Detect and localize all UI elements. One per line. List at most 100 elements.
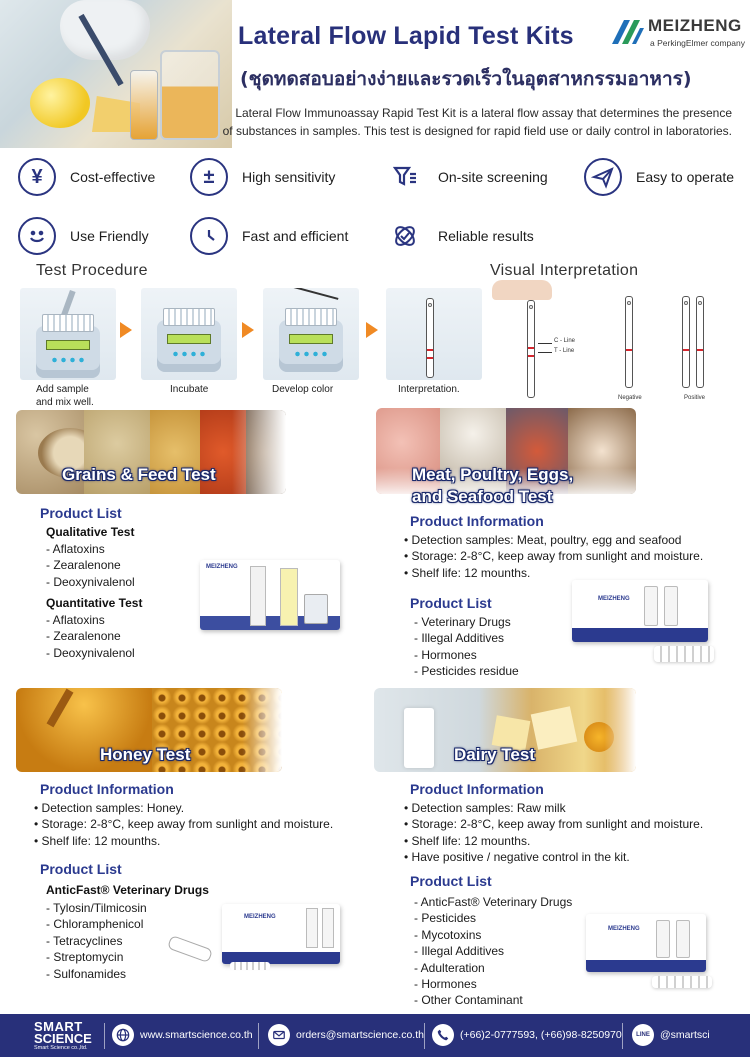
list-item: AnticFast® Veterinary Drugs	[414, 894, 573, 910]
page-subtitle-thai: (ชุดทดสอบอย่างง่ายและรวดเร็วในอุตสาหกรรม…	[240, 68, 692, 90]
footer-phone-text[interactable]: (+66)2-0777593, (+66)98-8250970	[460, 1029, 622, 1041]
phone-icon	[432, 1024, 454, 1046]
list-item: Storage: 2-8°C, keep away from sunlight …	[404, 816, 704, 832]
honey-vet-drugs-heading: AnticFast® Veterinary Drugs	[46, 883, 209, 897]
list-item: Detection samples: Honey.	[34, 800, 333, 816]
list-item: Have positive / negative control in the …	[404, 849, 703, 865]
list-item: Detection samples: Meat, poultry, egg an…	[404, 532, 703, 548]
honey-tube-image	[166, 934, 214, 964]
step-arrow-icon	[120, 322, 132, 338]
positive-label: Positive	[684, 395, 706, 401]
reference-strip	[527, 300, 535, 398]
positive-strip-1	[682, 296, 690, 388]
step-incubate-image	[141, 288, 237, 380]
list-item: Streptomycin	[46, 949, 147, 965]
check-orbit-icon	[386, 217, 424, 255]
footer-email[interactable]: orders@smartscience.co.th	[268, 1024, 424, 1046]
meat-banner-title-line1: Meat, Poultry, Eggs,	[412, 465, 574, 484]
meat-kit-image: MEIZHENG	[572, 580, 708, 642]
hero-lab-photo	[0, 0, 232, 148]
grains-kit-image: MEIZHENG	[200, 560, 340, 630]
list-item: Veterinary Drugs	[414, 614, 519, 630]
honey-info-heading: Product Information	[40, 781, 174, 797]
feature-use-friendly: Use Friendly	[18, 214, 149, 258]
quantitative-list: Aflatoxins Zearalenone Deoxynivalenol	[46, 612, 135, 661]
honey-banner-title: Honey Test	[100, 745, 191, 764]
feature-high-sensitivity: ± High sensitivity	[190, 155, 335, 199]
list-item: Storage: 2-8°C, keep away from sunlight …	[404, 548, 704, 564]
yen-icon: ¥	[18, 158, 56, 196]
footer-bar: SMART SCIENCE Smart Science co.,ltd. www…	[0, 1014, 750, 1057]
test-procedure-title: Test Procedure	[36, 262, 148, 279]
meat-strips-image	[654, 646, 714, 662]
feature-easy-to-operate: Easy to operate	[584, 155, 734, 199]
smart-science-logo: SMART SCIENCE Smart Science co.,ltd.	[34, 1019, 92, 1051]
list-item: Deoxynivalenol	[46, 574, 134, 590]
qualitative-heading: Qualitative Test	[46, 525, 135, 539]
negative-strip	[625, 296, 633, 388]
list-item: Deoxynivalenol	[46, 645, 134, 661]
list-item: Hormones	[414, 976, 572, 992]
step-label-interpretation: Interpretation.	[398, 384, 460, 395]
step-label-add-sample: Add sample and mix well.	[36, 384, 94, 408]
dairy-kit-image: MEIZHENG	[586, 914, 706, 972]
list-item: Aflatoxins	[46, 612, 135, 628]
footer-phone[interactable]: (+66)2-0777593, (+66)98-8250970	[432, 1024, 622, 1046]
list-item: Illegal Additives	[414, 943, 572, 959]
c-line-label: C - Line	[554, 338, 576, 344]
logo-wordmark: MEIZHENG	[648, 16, 742, 35]
paper-plane-icon	[584, 158, 622, 196]
list-item: Adulteration	[414, 960, 572, 976]
honey-product-list-heading: Product List	[40, 861, 122, 877]
mail-icon	[268, 1024, 290, 1046]
grains-banner-image	[16, 410, 286, 494]
line-app-icon: LINE	[632, 1024, 654, 1046]
grains-banner-title: Grains & Feed Test	[62, 465, 216, 484]
honey-banner-image	[16, 688, 282, 772]
list-item: Sulfonamides	[46, 966, 147, 982]
feature-fast-efficient: Fast and efficient	[190, 214, 348, 258]
footer-email-link[interactable]: orders@smartscience.co.th	[296, 1029, 424, 1041]
list-item: Tylosin/Tilmicosin	[46, 900, 147, 916]
honey-kit-image: MEIZHENG	[222, 904, 340, 964]
globe-icon	[112, 1024, 134, 1046]
list-item: Shelf life: 12 mounths.	[404, 565, 703, 581]
list-item: Shelf life: 12 mounths.	[404, 833, 703, 849]
plus-minus-icon: ±	[190, 158, 228, 196]
step-interpretation-image	[386, 288, 482, 380]
dairy-product-list-heading: Product List	[410, 873, 492, 889]
meizheng-logo: MEIZHENG a PerkingElmer company	[610, 14, 746, 54]
feature-reliable-results: Reliable results	[386, 214, 534, 258]
meat-product-list-heading: Product List	[410, 595, 492, 611]
step-arrow-icon	[242, 322, 254, 338]
dairy-strips-image	[652, 976, 712, 988]
visual-interpretation-title: Visual Interpretation	[490, 262, 639, 279]
list-item: Zearalenone	[46, 557, 135, 573]
meat-banner-image	[376, 408, 636, 494]
meat-info-list: Detection samples: Meat, poultry, egg an…	[404, 532, 704, 581]
list-item: Aflatoxins	[46, 541, 135, 557]
feature-on-site-screening: On-site screening	[386, 155, 548, 199]
list-item: Pesticides	[414, 910, 572, 926]
footer-line[interactable]: LINE @smartsci	[632, 1024, 710, 1046]
feature-cost-effective: ¥ Cost-effective	[18, 155, 155, 199]
dairy-info-heading: Product Information	[410, 781, 544, 797]
list-item: Detection samples: Raw milk	[404, 800, 703, 816]
filter-icon	[386, 158, 424, 196]
negative-label: Negative	[618, 395, 642, 401]
footer-website-link[interactable]: www.smartscience.co.th	[140, 1029, 253, 1041]
footer-line-id[interactable]: @smartsci	[660, 1029, 710, 1041]
step-label-develop-color: Develop color	[272, 384, 334, 395]
t-line-label: T - Line	[554, 348, 575, 354]
step-arrow-icon	[366, 322, 378, 338]
list-item: Chloramphenicol	[46, 916, 147, 932]
honey-info-list: Detection samples: Honey. Storage: 2-8°C…	[34, 800, 334, 849]
meat-product-list: Veterinary Drugs Illegal Additives Hormo…	[414, 614, 519, 680]
grains-product-list-heading: Product List	[40, 505, 122, 521]
step-label-incubate: Incubate	[170, 384, 209, 395]
footer-website[interactable]: www.smartscience.co.th	[112, 1024, 253, 1046]
meizheng-logo-mark-icon	[612, 20, 644, 44]
step-add-sample-image	[20, 288, 116, 380]
dairy-banner-image	[374, 688, 636, 772]
list-item: Storage: 2-8°C, keep away from sunlight …	[34, 816, 334, 832]
